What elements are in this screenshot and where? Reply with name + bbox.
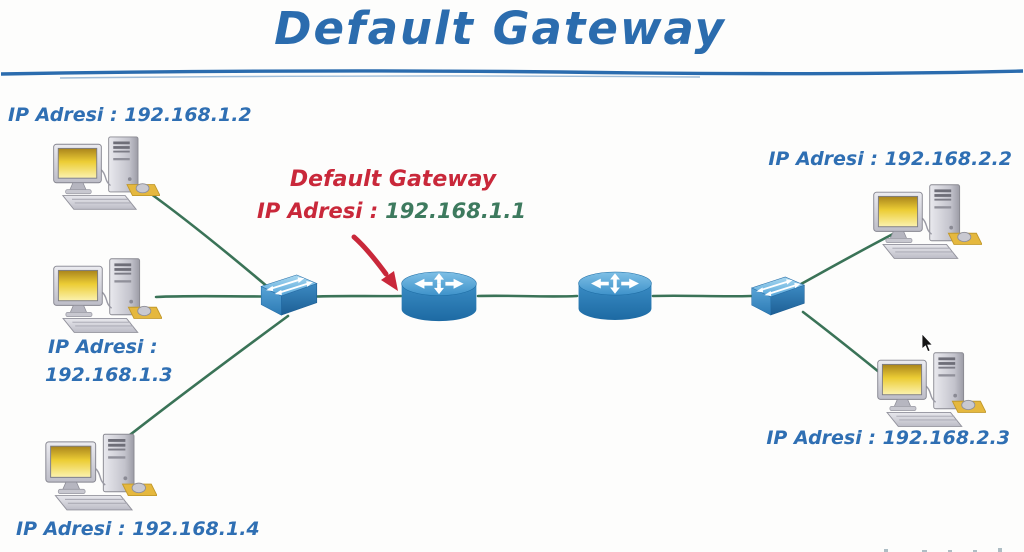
workgroup-switch-icon-right	[750, 276, 806, 316]
link-pc2-switch1	[154, 294, 264, 299]
gateway-ip-prefix: IP Adresi :	[257, 199, 379, 223]
cisco-router-icon-right	[578, 271, 652, 321]
ip-label-pc1: IP Adresi : 192.168.1.2	[8, 104, 252, 126]
cutoff-text-marks	[884, 548, 1002, 552]
gateway-annotation-title: Default Gateway	[289, 167, 497, 192]
computer-icon-pc1	[52, 136, 160, 211]
page-title: Default Gateway	[274, 2, 726, 55]
title-underline	[0, 69, 1024, 76]
computer-icon-pc4	[873, 184, 982, 260]
ip-label-pc3: IP Adresi : 192.168.1.4	[16, 518, 260, 540]
link-switch2-pc5	[801, 310, 881, 374]
computer-icon-pc5	[877, 352, 986, 428]
mouse-pointer-icon	[921, 333, 934, 353]
ip-label-pc5: IP Adresi : 192.168.2.3	[766, 427, 1010, 449]
ip-label-pc2-line1: IP Adresi :	[48, 336, 158, 358]
link-pc1-switch1	[145, 189, 271, 290]
gateway-annotation-ip: IP Adresi :192.168.1.1	[257, 199, 526, 223]
computer-icon-pc2	[53, 258, 162, 334]
computer-icon-pc3	[45, 433, 157, 511]
cisco-router-icon-gateway	[401, 271, 477, 322]
ip-label-pc4: IP Adresi : 192.168.2.2	[768, 148, 1012, 170]
workgroup-switch-icon-left	[260, 273, 318, 317]
link-router2-switch2	[651, 294, 753, 298]
link-switch1-router1	[314, 294, 403, 298]
red-arrow-icon	[351, 234, 398, 291]
ip-label-pc2-line2: 192.168.1.3	[45, 364, 173, 386]
link-router1-router2	[476, 294, 579, 298]
gateway-ip-value: 192.168.1.1	[385, 199, 526, 223]
